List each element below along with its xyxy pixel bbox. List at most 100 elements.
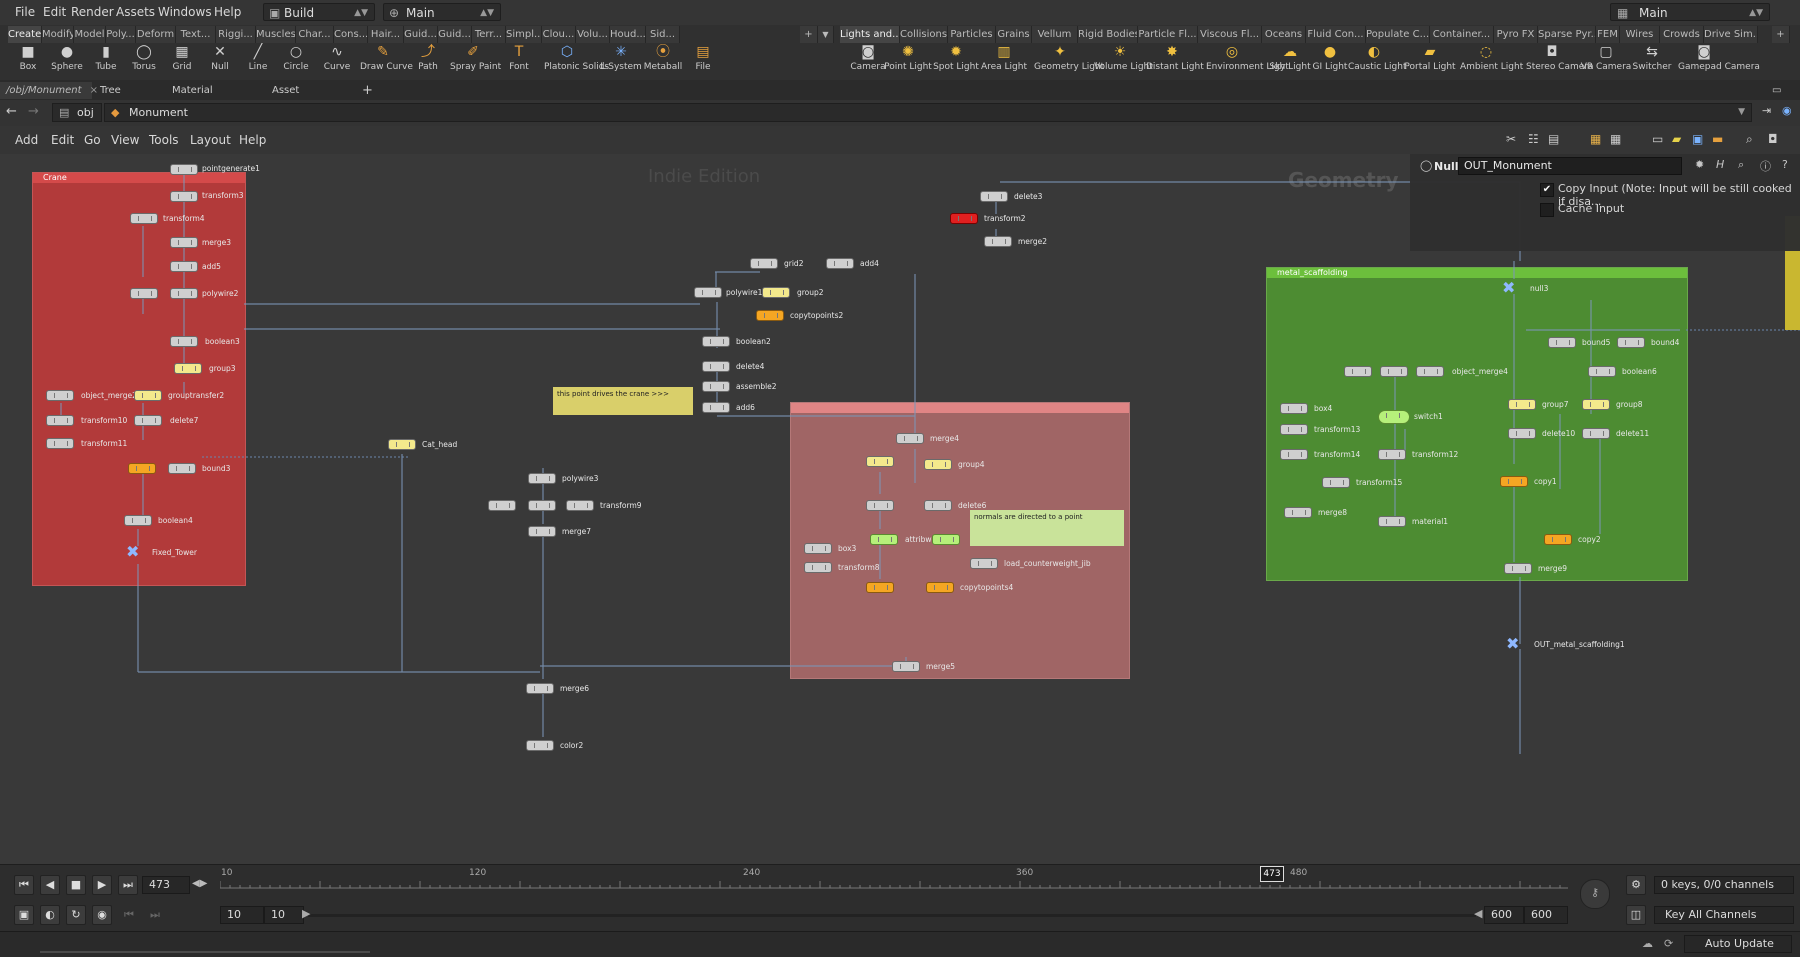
shelf-tool-curve[interactable]: ∿Curve [314, 45, 360, 79]
node-assemble2[interactable] [702, 381, 730, 392]
shelf-tool-stereo-camera[interactable]: ◘Stereo Camera [1526, 45, 1594, 79]
node-object-merge-a[interactable] [1344, 366, 1372, 377]
menu-render[interactable]: Render [71, 5, 114, 19]
help-icon[interactable]: ◉ [1782, 104, 1792, 117]
shelf-right-tab-15[interactable]: Wires [1620, 26, 1660, 43]
add-shelf-right-button[interactable]: + [1772, 26, 1790, 43]
shelf-tool-grid[interactable]: ▦Grid [162, 45, 202, 79]
range-end-handle[interactable]: ◀ [1474, 907, 1483, 920]
shelf-tab-5[interactable]: Text... [176, 26, 216, 43]
shelf-tool-caustic-light[interactable]: ◐Caustic Light [1348, 45, 1407, 79]
shelf-right-tab-7[interactable]: Viscous Fl... [1198, 26, 1262, 43]
menu-help[interactable]: Help [214, 5, 242, 19]
shelf-tool-sphere[interactable]: ●Sphere [47, 45, 87, 79]
shelf-tool-switcher[interactable]: ⇆Switcher [1626, 45, 1678, 79]
shelf-tool-sky-light[interactable]: ☁Sky Light [1264, 45, 1316, 79]
node-load-counterweight-jib[interactable] [970, 558, 998, 569]
info-icon[interactable]: ⓘ [1760, 160, 1771, 173]
node-attribwrangle2[interactable] [932, 534, 960, 545]
shelf-right-tab-17[interactable]: Drive Sim... [1704, 26, 1758, 43]
audio-icon[interactable]: ◐ [40, 905, 60, 925]
node-add5[interactable] [170, 261, 198, 272]
grid-view-icon[interactable]: ▦ [1610, 132, 1622, 146]
node-merge6[interactable] [526, 683, 554, 694]
tree-icon[interactable]: ☷ [1528, 132, 1539, 146]
shelf-right-tab-10[interactable]: Populate C... [1366, 26, 1430, 43]
shelf-tool-distant-light[interactable]: ✸Distant Light [1146, 45, 1204, 79]
add-tab-button[interactable]: + [362, 83, 373, 98]
network-image-icon[interactable]: ▭ [1652, 132, 1664, 146]
shelf-tab-6[interactable]: Riggi... [216, 26, 256, 43]
node-cat-head[interactable] [388, 439, 416, 450]
node-delete-a[interactable] [866, 500, 894, 511]
node-boolean4[interactable] [124, 515, 152, 526]
net-menu-view[interactable]: View [111, 133, 140, 147]
keyframe-settings-icon[interactable]: ⚙ [1626, 875, 1646, 895]
shelf-right-tab-12[interactable]: Pyro FX [1494, 26, 1538, 43]
node-polywire2[interactable] [170, 288, 198, 299]
play-button[interactable]: ▶ [92, 875, 112, 895]
tab-material-palette[interactable]: Material Palette× [166, 82, 264, 113]
shelf-tool-gamepad-camera[interactable]: ◙Gamepad Camera [1678, 45, 1760, 79]
node-fixed-tower[interactable]: ✖ [126, 542, 140, 561]
refresh-icon[interactable]: ⟳ [1664, 937, 1674, 950]
shelf-tab-2[interactable]: Model [74, 26, 106, 43]
node-transform-a[interactable] [488, 500, 516, 511]
menu-file[interactable]: File [15, 5, 36, 19]
node-delete10[interactable] [1508, 428, 1536, 439]
node-transform10[interactable] [46, 415, 74, 426]
forward-arrow-icon[interactable]: → [28, 104, 39, 119]
node-merge7[interactable] [528, 526, 556, 537]
step-arrows-icon[interactable]: ◀▶ [192, 878, 208, 889]
node-merge8[interactable] [1284, 507, 1312, 518]
tab-asset-browser[interactable]: Asset Browser× [266, 82, 354, 113]
search-icon[interactable]: ⌕ [1746, 132, 1753, 146]
shelf-tool-camera[interactable]: ◙Camera [842, 45, 894, 79]
shelf-right-tab-4[interactable]: Vellum [1032, 26, 1078, 43]
node-color2[interactable] [526, 740, 554, 751]
net-menu-tools[interactable]: Tools [149, 133, 179, 147]
tab-tree-view[interactable]: Tree View× [94, 82, 164, 113]
cloud-icon[interactable]: ☁ [1642, 937, 1653, 950]
shelf-tool-portal-light[interactable]: ▰Portal Light [1404, 45, 1456, 79]
shelf-tool-tube[interactable]: ▮Tube [86, 45, 126, 79]
shelf-right-tab-14[interactable]: FEM [1596, 26, 1620, 43]
gear-icon[interactable]: ✹ [1695, 158, 1705, 171]
node-transform11[interactable] [46, 438, 74, 449]
node-polywire1[interactable] [694, 287, 722, 298]
shelf-tab-18[interactable]: Sid... [646, 26, 680, 43]
node-add6[interactable] [702, 402, 730, 413]
stop-button[interactable]: ■ [66, 875, 86, 895]
node-merge2[interactable] [984, 236, 1012, 247]
shelf-tab-3[interactable]: Poly... [106, 26, 136, 43]
channel-list-icon[interactable]: ◫ [1626, 905, 1646, 925]
shelf-right-tab-6[interactable]: Particle Fl... [1138, 26, 1198, 43]
node-transform13[interactable] [1280, 424, 1308, 435]
node-delete11[interactable] [1582, 428, 1610, 439]
pane-layout-icon[interactable]: ▭ [1772, 85, 1782, 96]
node-bound4[interactable] [1617, 337, 1645, 348]
node-attribwrangle[interactable] [870, 534, 898, 545]
sticky-note-icon[interactable]: ▰ [1672, 132, 1682, 146]
sticky-note-normals[interactable]: normals are directed to a point [970, 510, 1124, 546]
global-end-field[interactable]: 600 [1524, 906, 1568, 924]
node-merge9[interactable] [1504, 563, 1532, 574]
node-object-merge2[interactable] [46, 390, 74, 401]
path-node-field[interactable]: ◆ Monument ▼ [104, 103, 1752, 122]
shelf-tool-null[interactable]: ✕Null [200, 45, 240, 79]
jump-start-button[interactable]: ⏮ [14, 875, 34, 895]
shelf-tool-metaball[interactable]: ⦿Metaball [640, 45, 686, 79]
node-transform12[interactable] [1378, 449, 1406, 460]
node-bound5[interactable] [1548, 337, 1576, 348]
pin-icon[interactable]: ⇥ [1762, 104, 1772, 117]
net-menu-go[interactable]: Go [84, 133, 101, 147]
node-merge3[interactable] [170, 237, 198, 248]
shelf-tab-15[interactable]: Clou... [542, 26, 576, 43]
range-slider[interactable] [308, 914, 1476, 917]
current-frame-field[interactable]: 473 [142, 876, 190, 894]
shelf-tool-line[interactable]: ╱Line [238, 45, 278, 79]
node-group3[interactable] [174, 363, 202, 374]
shelf-tab-8[interactable]: Char... [296, 26, 334, 43]
node-orange-crane[interactable] [128, 463, 156, 474]
node-group4[interactable] [924, 459, 952, 470]
